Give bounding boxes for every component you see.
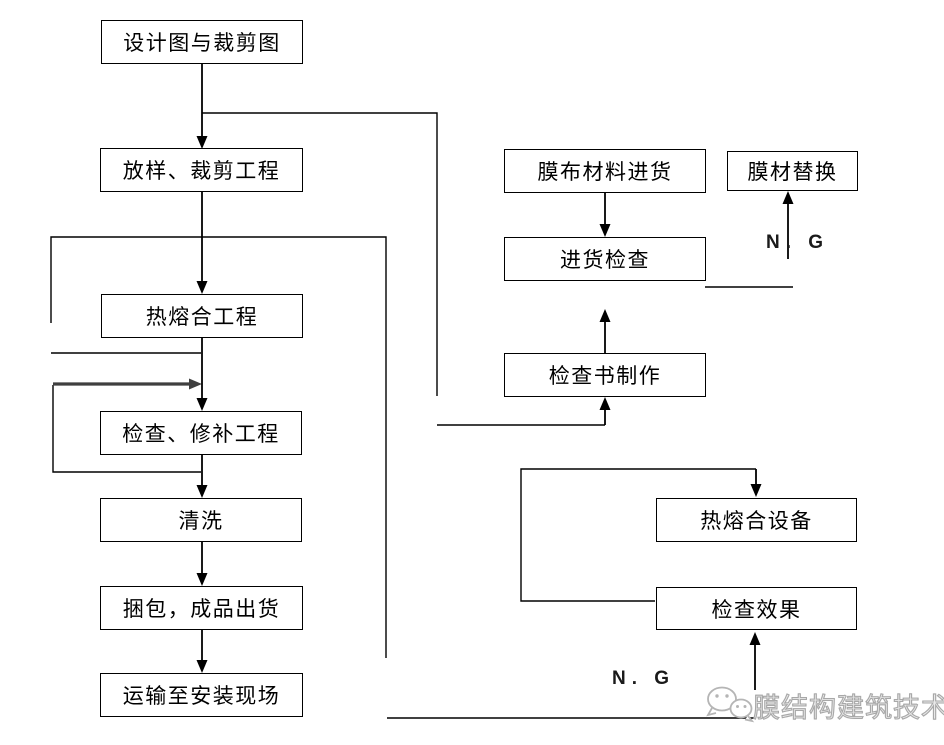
node-packing: 捆包，成品出货 <box>100 586 303 630</box>
arrow-repair-to-cleaning <box>196 455 208 498</box>
arrow-rework-into-repair <box>53 378 202 390</box>
node-cleaning: 清洗 <box>100 498 302 542</box>
arrow-fusion-to-repair <box>196 338 208 411</box>
arrow-feed-to-report <box>599 397 611 425</box>
ng-label-right: N. G <box>766 232 830 253</box>
connector-design-branch <box>202 112 438 396</box>
node-inspection-report: 检查书制作 <box>504 353 706 397</box>
arrow-cleaning-to-packing <box>196 542 208 586</box>
connector-big-left-loop <box>50 236 387 658</box>
node-heat-fusion: 热熔合工程 <box>101 294 303 338</box>
arrow-design-to-lofting <box>196 64 208 149</box>
node-material-replace: 膜材替换 <box>727 151 858 191</box>
arrow-ng-to-effect <box>749 632 761 690</box>
arrow-loop-to-equipment <box>750 469 762 497</box>
node-design: 设计图与裁剪图 <box>101 20 303 64</box>
connector-equipment-loop <box>520 468 756 602</box>
arrow-packing-to-transport <box>196 630 208 673</box>
arrow-report-to-inspection <box>599 309 611 353</box>
connector-repair-bracket <box>52 385 201 473</box>
node-fabric-incoming: 膜布材料进货 <box>504 149 706 193</box>
arrow-fabric-to-inspection <box>599 193 611 237</box>
node-inspection-effect: 检查效果 <box>656 587 857 630</box>
ng-label-bottom: N. G <box>612 668 676 689</box>
node-incoming-inspection: 进货检查 <box>504 237 706 281</box>
wechat-icon <box>706 686 755 723</box>
arrow-lofting-to-fusion <box>196 192 208 294</box>
node-lofting: 放样、裁剪工程 <box>100 148 303 192</box>
node-transport: 运输至安装现场 <box>100 673 303 717</box>
node-inspect-repair: 检查、修补工程 <box>100 411 302 455</box>
arrow-ng-to-replace <box>782 191 794 259</box>
watermark-text: 膜结构建筑技术 <box>752 692 944 723</box>
node-fusion-equipment: 热熔合设备 <box>656 498 857 542</box>
